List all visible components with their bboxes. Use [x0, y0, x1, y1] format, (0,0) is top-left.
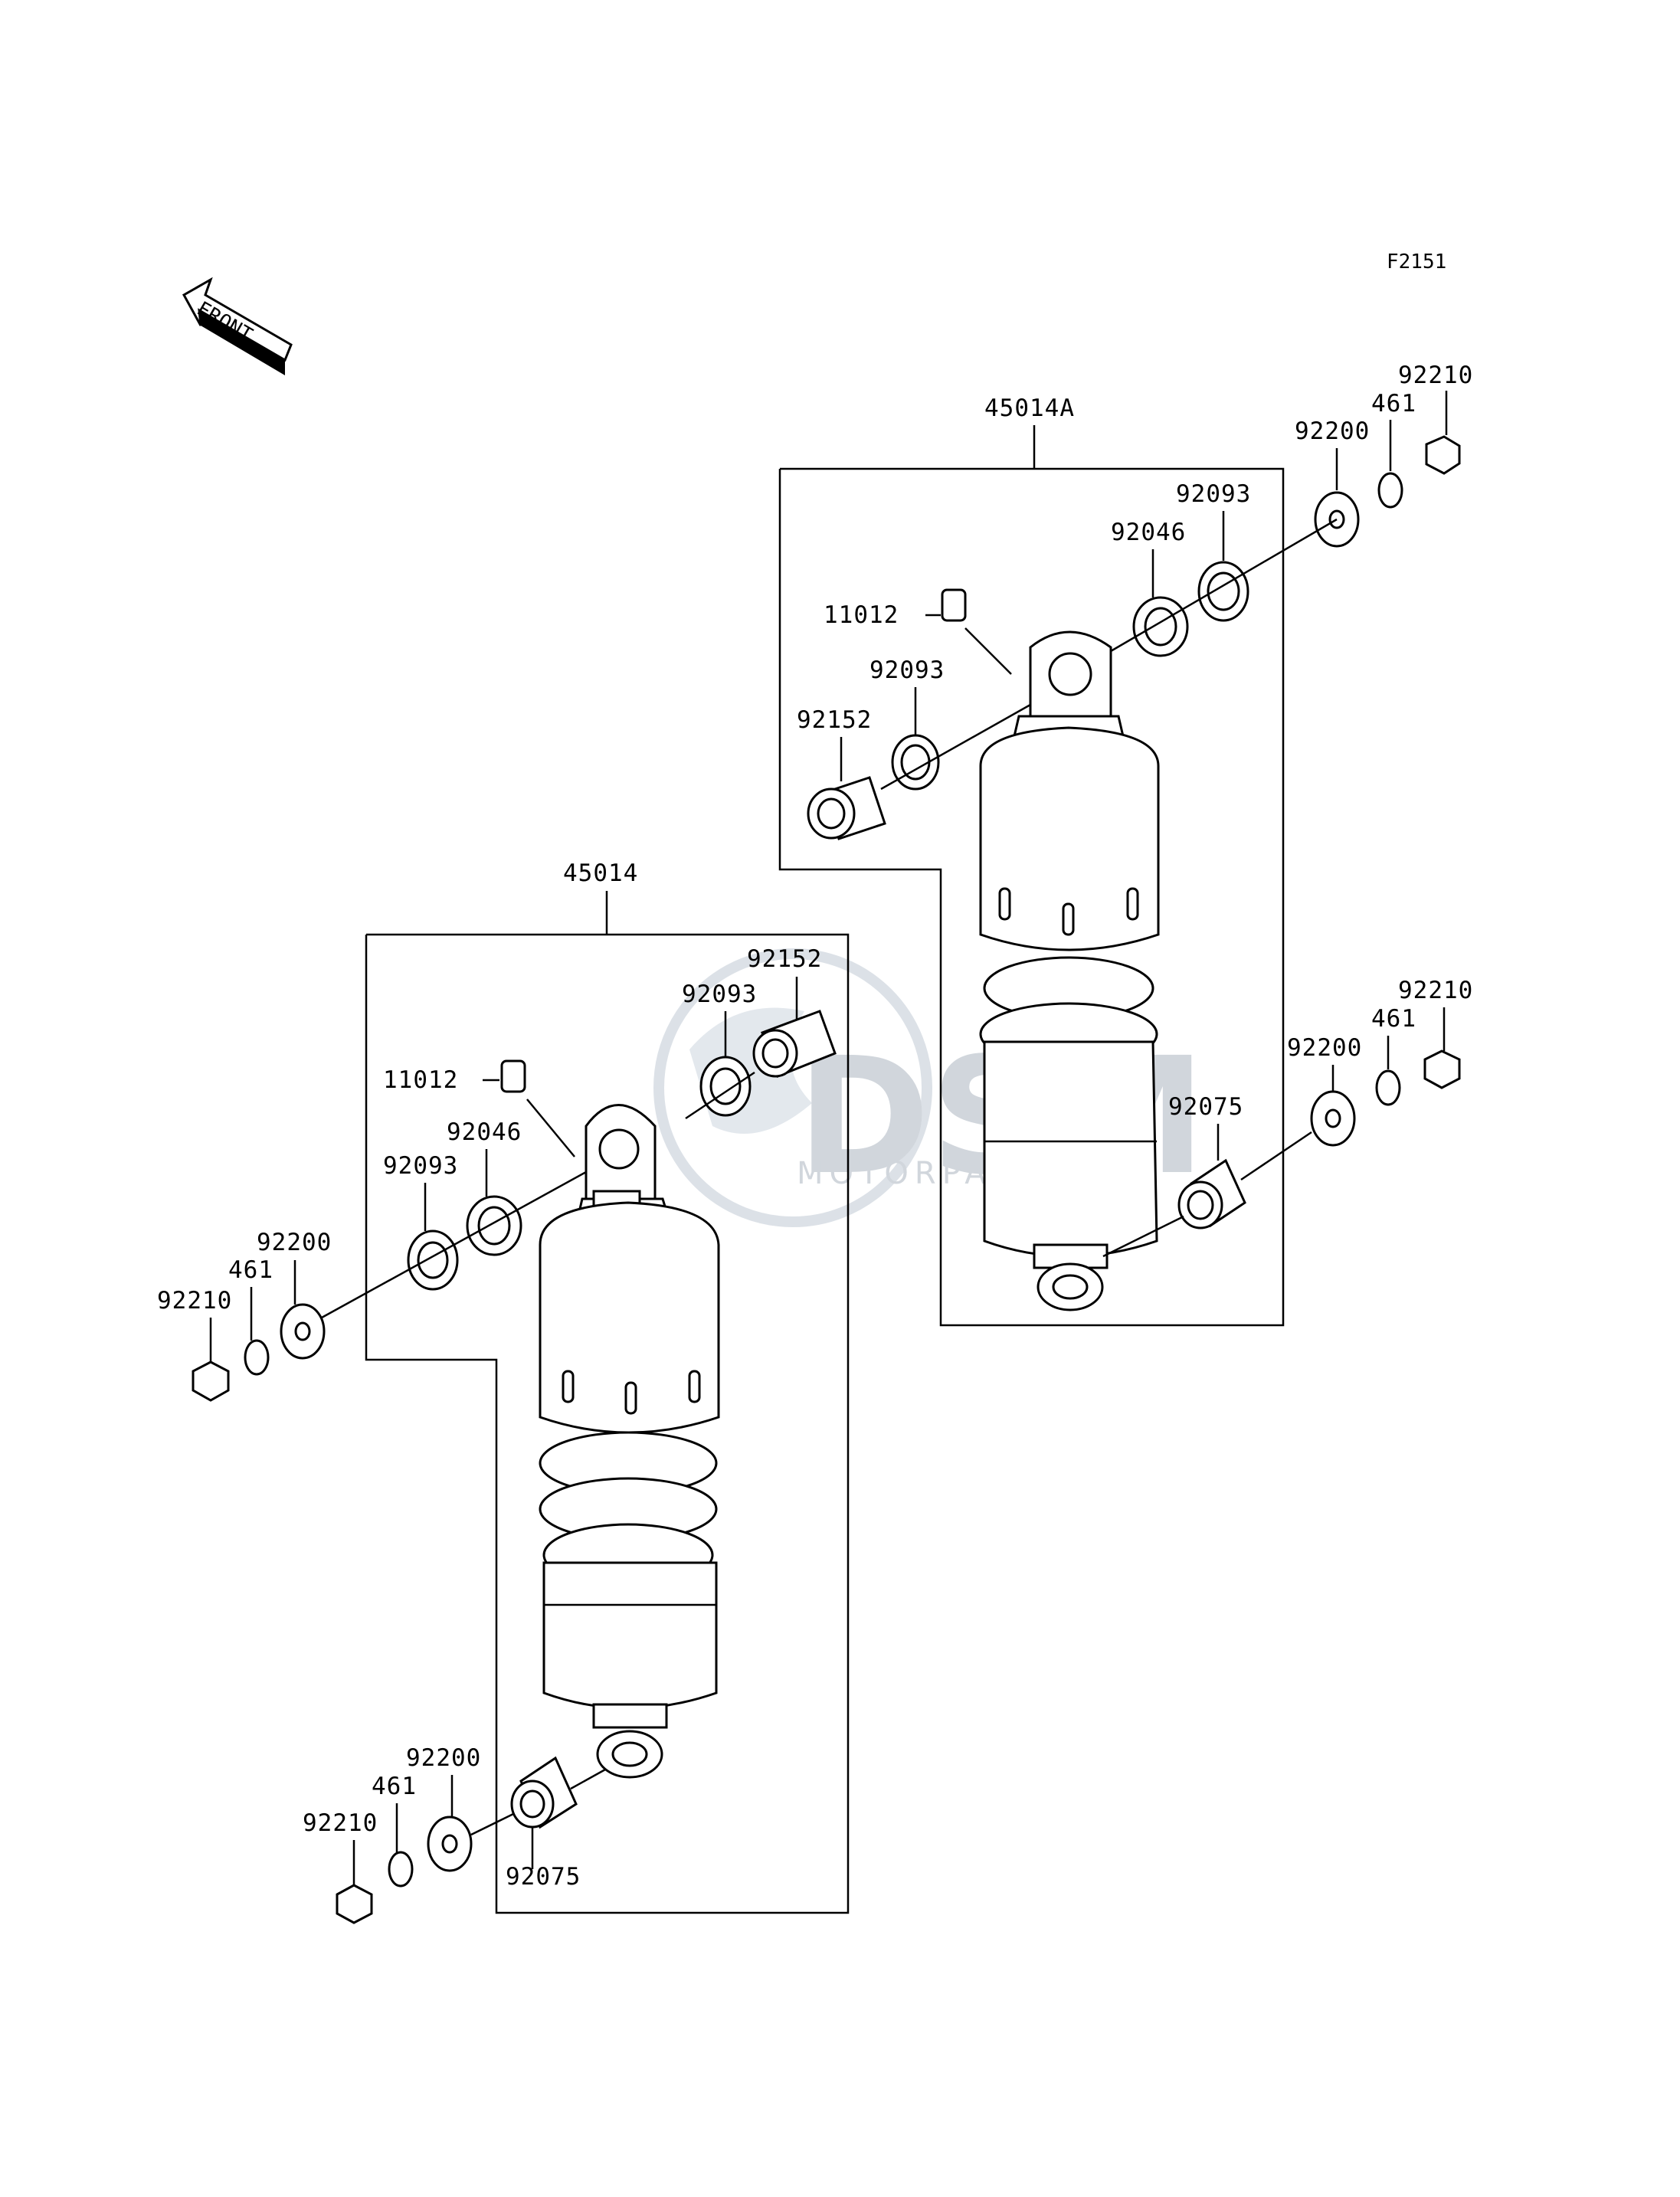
shock-absorber-45014: [539, 1104, 720, 1779]
assembly-box-45014A: [778, 467, 1285, 1327]
diagram-code: F2151: [1387, 250, 1446, 273]
label-92152-right: 92152: [797, 706, 872, 734]
assembly-box-45014: [365, 933, 850, 1914]
label-92200-lower: 92200: [1287, 1034, 1362, 1062]
label-92210: 92210: [1398, 362, 1473, 389]
label-assembly-45014: 45014: [563, 859, 638, 887]
shock-absorber-45014A: [979, 630, 1160, 1311]
label-92075-left: 92075: [506, 1863, 581, 1891]
label-92075-right: 92075: [1168, 1093, 1243, 1121]
nut-92210-icon: [1425, 435, 1461, 475]
label-461-left-low: 461: [372, 1773, 417, 1800]
nut-92210-left-low-icon: [336, 1884, 373, 1924]
label-92210-left: 92210: [157, 1287, 232, 1315]
fitting-11012-left-icon: [500, 1059, 526, 1093]
ring-461-left-icon: [244, 1339, 270, 1376]
nut-92210-left-icon: [192, 1360, 230, 1402]
label-92200-left-low: 92200: [406, 1744, 481, 1772]
label-92093-top: 92093: [1176, 480, 1251, 508]
ring-461-lower-icon: [1375, 1069, 1401, 1106]
assembly-45014A: 45014A 92210 461: [778, 362, 1473, 1327]
front-arrow-icon: FRONT: [182, 277, 293, 375]
label-92093-left-low: 92093: [383, 1152, 458, 1180]
label-92210-lower: 92210: [1398, 977, 1473, 1004]
label-92046-left: 92046: [447, 1118, 522, 1146]
fitting-11012-icon: [941, 588, 967, 622]
nut-92210-lower-icon: [1423, 1049, 1461, 1089]
label-461-left: 461: [228, 1256, 273, 1284]
label-92093-left-top: 92093: [682, 981, 757, 1008]
ring-461-left-low-icon: [388, 1851, 414, 1888]
label-11012-left: 11012: [383, 1066, 458, 1094]
label-461: 461: [1371, 390, 1416, 417]
label-11012-right: 11012: [824, 601, 899, 629]
label-92200: 92200: [1295, 417, 1370, 445]
label-92210-left-low: 92210: [303, 1809, 378, 1837]
label-92046: 92046: [1111, 519, 1186, 546]
label-assembly-45014A: 45014A: [984, 395, 1075, 422]
assembly-45014: 45014 92152 9: [157, 859, 850, 1924]
label-92093-mid: 92093: [869, 656, 945, 684]
label-92200-left: 92200: [257, 1229, 332, 1256]
label-92152-left: 92152: [747, 945, 822, 973]
label-461-lower: 461: [1371, 1005, 1416, 1033]
ring-461-icon: [1377, 472, 1403, 509]
